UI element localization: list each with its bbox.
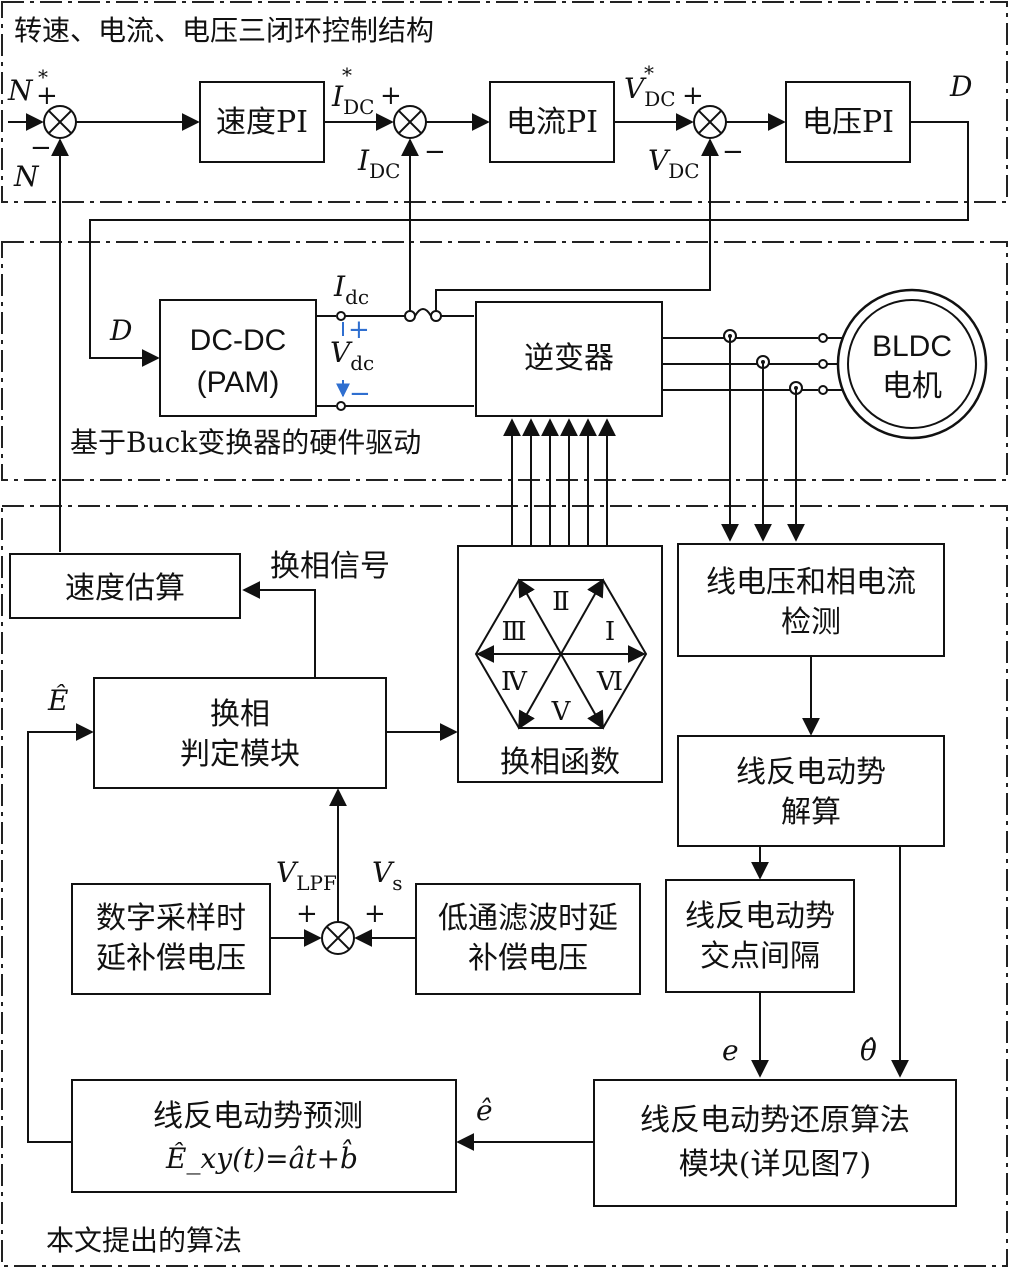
- lpf-comp-label-1: 低通滤波时延: [438, 901, 618, 936]
- sector-4: Ⅳ: [501, 667, 528, 697]
- restore-block: [593, 1079, 957, 1207]
- label-vdc-ref: VDC: [624, 72, 676, 111]
- gate-signals: [503, 418, 616, 546]
- detection-label-2: 检测: [781, 605, 841, 640]
- dcdc-label-2: (PAM): [197, 366, 280, 399]
- bldc-motor: [836, 288, 988, 440]
- mark-vdc-minus: −: [722, 137, 744, 167]
- inverter-block: [475, 301, 663, 417]
- lpf-comp-label-2: 补偿电压: [468, 941, 588, 976]
- bemf-interval-label-2: 交点间隔: [700, 939, 820, 974]
- bemf-predict-label: 线反电动势预测: [153, 1099, 363, 1134]
- detection-label-1: 线电压和相电流: [706, 565, 916, 600]
- speed-estimation-block: [9, 553, 241, 619]
- bemf-solve-label-1: 线反电动势: [736, 755, 886, 790]
- label-n-feedback: N: [13, 160, 40, 193]
- commutation-function-label: 换相函数: [500, 745, 620, 780]
- bemf-interval-block: [665, 879, 855, 993]
- dcdc-label-1: DC-DC: [190, 324, 287, 357]
- bemf-interval-label-1: 线反电动势: [685, 899, 835, 934]
- vdc-minus-mark: −: [349, 379, 371, 409]
- sector-1: Ⅰ: [605, 617, 615, 647]
- current-pi-label: 电流PI: [506, 105, 598, 140]
- detection-block: [677, 543, 945, 657]
- mark-n-minus: −: [30, 133, 52, 163]
- section-title-top: 转速、电流、电压三闭环控制结构: [14, 14, 434, 47]
- label-vdc-meas: Vdc: [330, 336, 374, 375]
- section-title-bottom: 本文提出的算法: [46, 1224, 242, 1257]
- section-frame-middle: [1, 241, 1008, 481]
- motor-label-1: BLDC: [872, 330, 952, 363]
- sector-5: Ⅴ: [551, 697, 572, 727]
- dc-bus-negative: [316, 401, 474, 411]
- label-n-ref: N: [7, 74, 34, 107]
- inverter-label: 逆变器: [524, 341, 614, 376]
- bemf-solve-block: [677, 735, 945, 847]
- bemf-predict-formula: Ê_xy(t)=ât+b̂: [165, 1140, 358, 1175]
- label-idc-feedback: IDC: [357, 144, 400, 183]
- commutation-label-2: 判定模块: [180, 737, 300, 772]
- restore-label-2: 模块(详见图7): [679, 1147, 872, 1182]
- label-idc-meas: Idc: [333, 270, 369, 309]
- dc-bus-positive: [316, 308, 474, 322]
- mark-vdc-star: *: [644, 61, 654, 85]
- digital-comp-label-1: 数字采样时: [96, 901, 246, 936]
- wire-commutation-signal: [242, 581, 316, 678]
- label-e-hat-small: ê: [476, 1094, 493, 1127]
- section-frame-bottom: [1, 505, 1008, 1267]
- commutation-label-1: 换相: [210, 697, 270, 732]
- mark-idc-star: *: [342, 63, 352, 87]
- sum-junction-compensation: [321, 921, 355, 955]
- label-d-out: D: [949, 70, 972, 103]
- dcdc-block: [159, 299, 317, 417]
- label-vs: Vs: [372, 856, 403, 895]
- phase-lines: [662, 329, 848, 395]
- section-frame-top: [1, 1, 1008, 203]
- digital-comp-label-2: 延补偿电压: [96, 941, 246, 976]
- label-theta-hat: θ̂: [860, 1034, 877, 1067]
- voltage-pi-label: 电压PI: [802, 105, 894, 140]
- wire-duty-d: [89, 121, 969, 367]
- label-e: e: [722, 1034, 739, 1067]
- wire-ehat-to-commutation: [27, 723, 94, 1143]
- mark-n-plus: +: [36, 81, 58, 111]
- sector-3: Ⅲ: [501, 617, 526, 647]
- bemf-predict-block: [71, 1079, 457, 1193]
- label-e-hat-cap: Ê: [47, 684, 68, 717]
- commutation-decision-block: [93, 677, 387, 789]
- speed-pi-label: 速度PI: [216, 105, 308, 140]
- bemf-solve-label-2: 解算: [781, 795, 841, 830]
- label-vlpf: VLPF: [276, 856, 337, 895]
- speed-estimation-label: 速度估算: [65, 571, 185, 606]
- sector-6: Ⅵ: [596, 667, 623, 697]
- mark-vlpf-plus: +: [296, 899, 318, 929]
- mark-idc-minus: −: [424, 137, 446, 167]
- restore-label-1: 线反电动势还原算法: [640, 1103, 910, 1138]
- mark-vdc-plus: +: [682, 81, 704, 111]
- hexagon-sector-diagram: [474, 578, 648, 730]
- mark-n-star: *: [38, 65, 48, 89]
- motor-label-2: 电机: [882, 369, 942, 404]
- mark-vs-plus: +: [364, 899, 386, 929]
- section-title-middle: 基于Buck变换器的硬件驱动: [70, 426, 421, 459]
- sum-junction-speed: [43, 105, 77, 139]
- wire-voltage-feedback: [435, 138, 719, 316]
- label-idc-ref: IDC: [331, 80, 374, 119]
- label-vdc-feedback: VDC: [648, 144, 700, 183]
- mark-idc-plus: +: [380, 81, 402, 111]
- vdc-plus-mark: +: [348, 315, 370, 345]
- digital-comp-block: [71, 883, 271, 995]
- sector-2: Ⅱ: [552, 587, 570, 617]
- commutation-signal-label: 换相信号: [270, 549, 390, 584]
- label-d-in: D: [109, 314, 132, 347]
